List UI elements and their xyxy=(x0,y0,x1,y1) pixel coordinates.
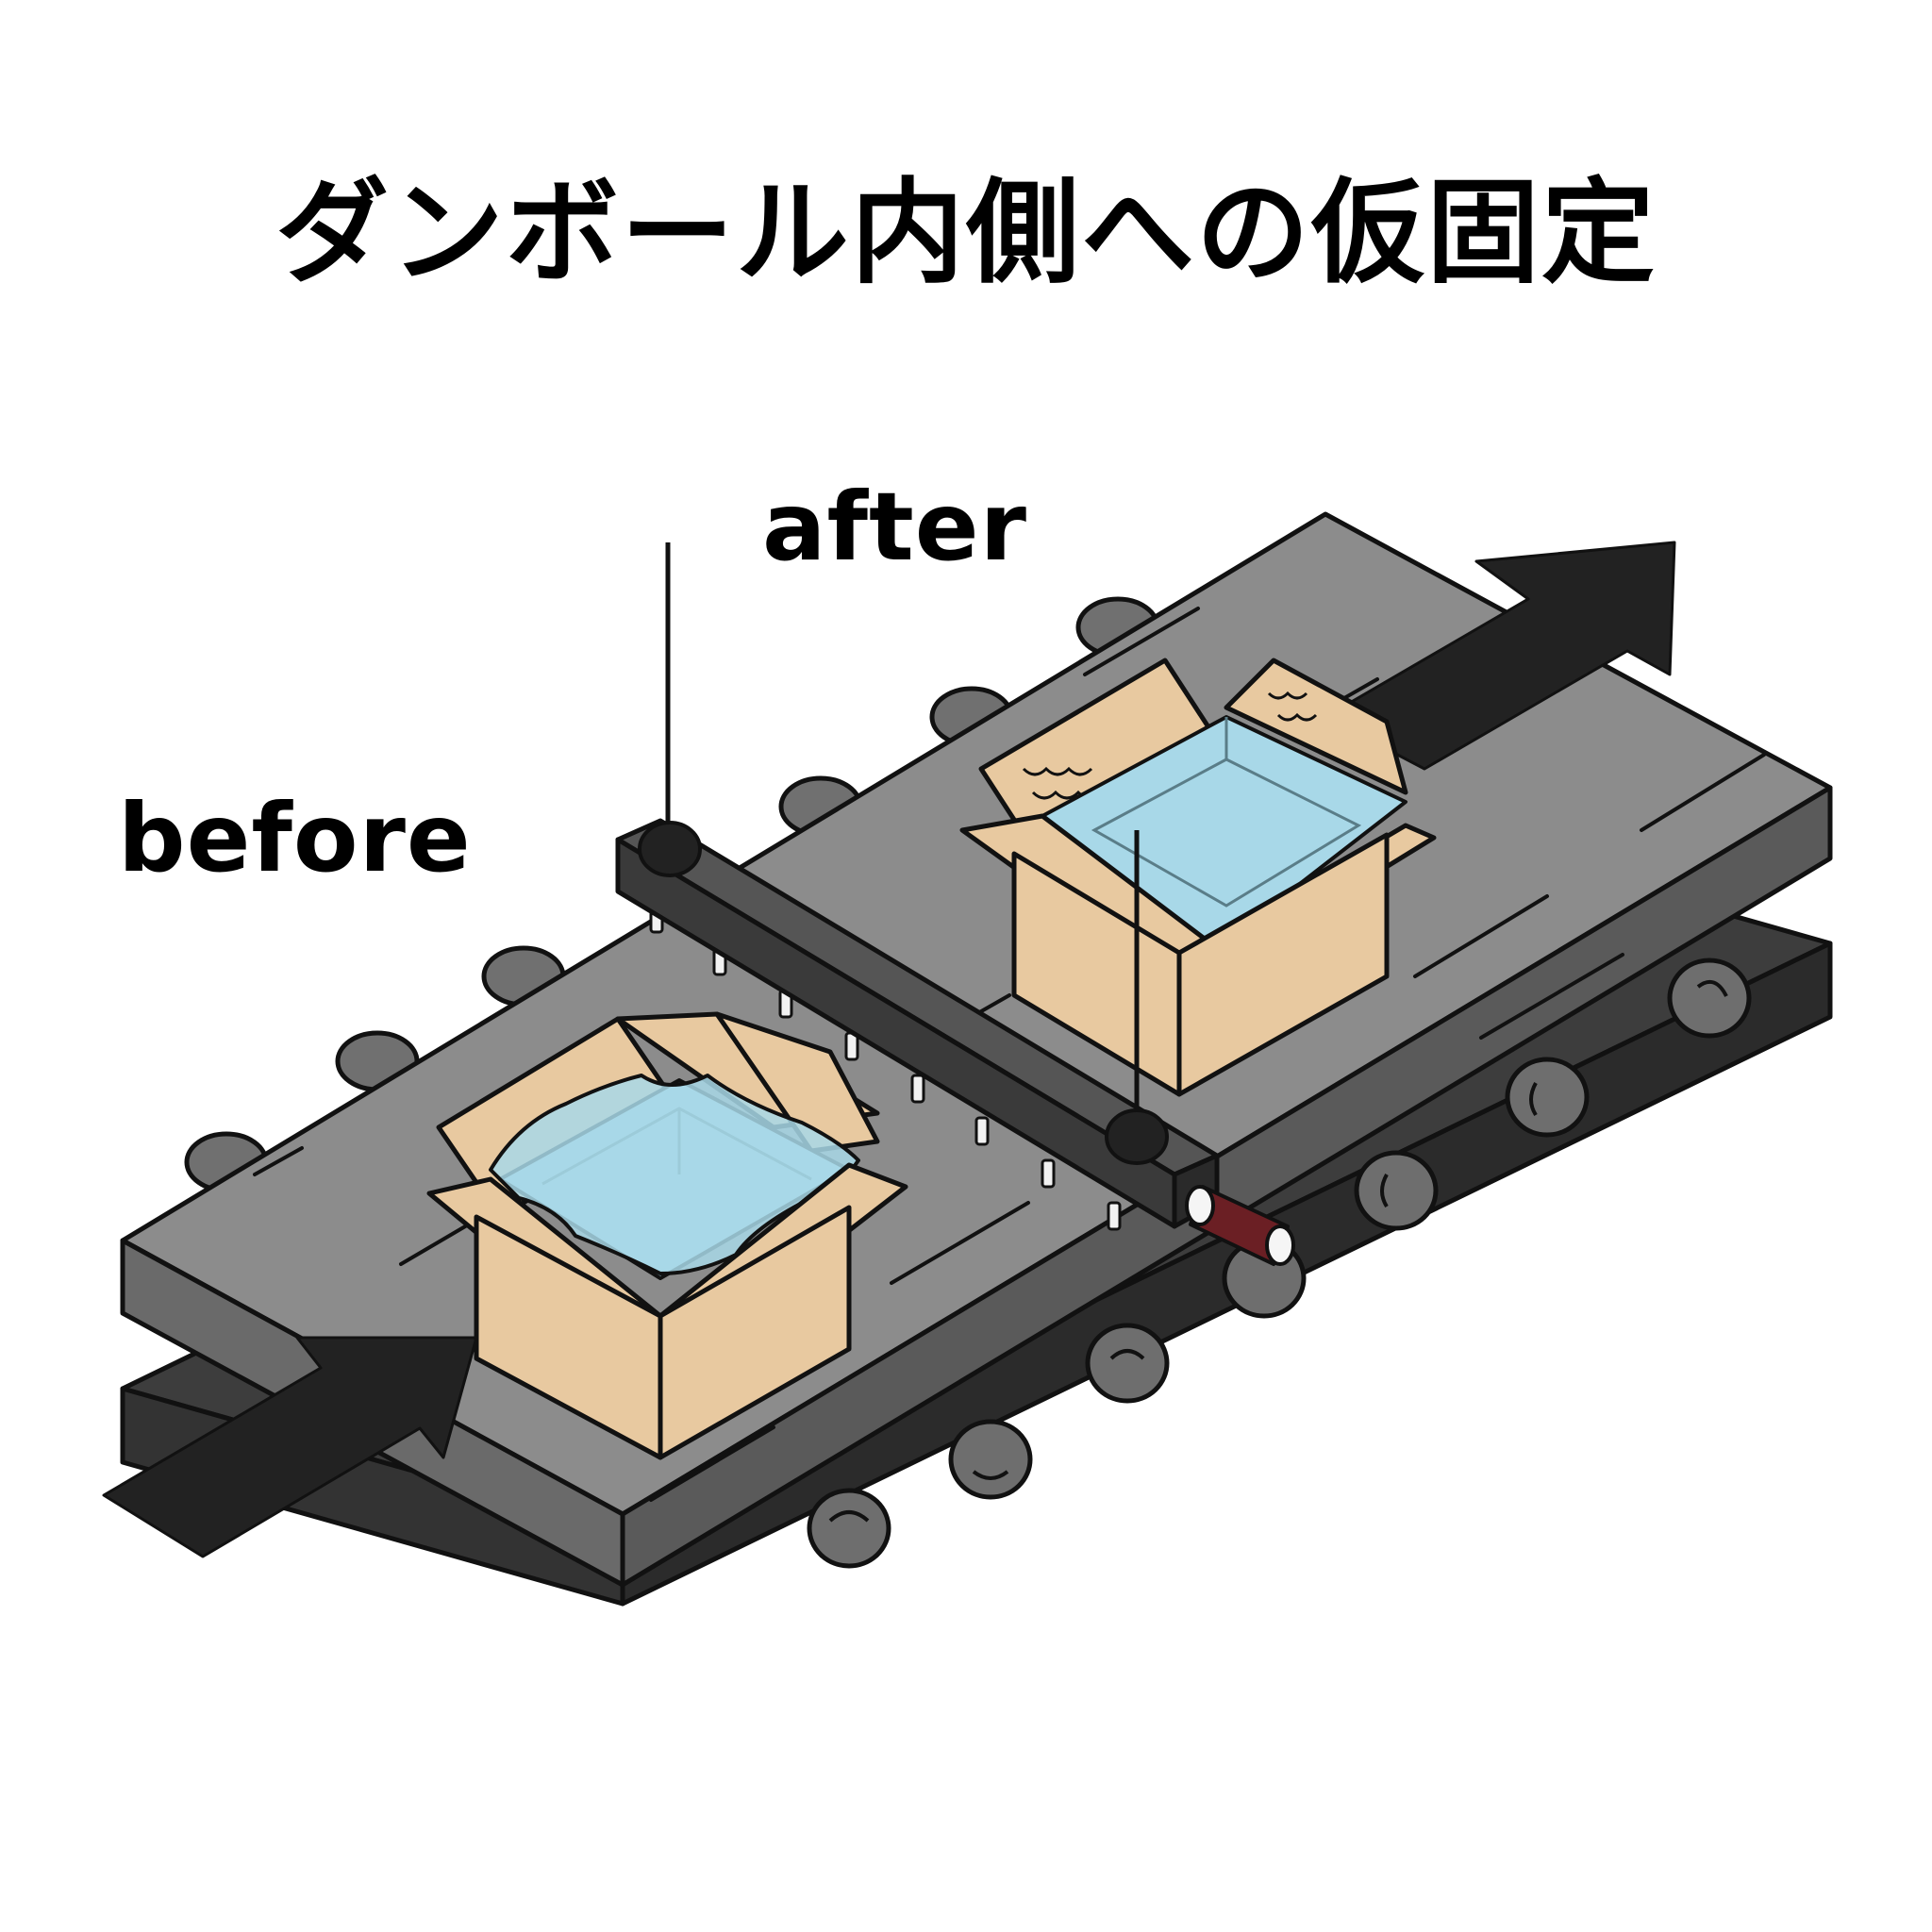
page-title: ダンボール内側への仮固定 xyxy=(275,168,1657,299)
glue-spray-bar xyxy=(615,542,1295,1266)
arrow-right-icon xyxy=(102,1336,478,1558)
roller xyxy=(1085,1323,1170,1404)
roller xyxy=(1354,1150,1439,1231)
roller xyxy=(807,1488,891,1569)
roller xyxy=(1505,1057,1590,1138)
arrow-right-icon xyxy=(1324,541,1676,771)
roller xyxy=(948,1419,1033,1500)
roller xyxy=(1667,958,1752,1039)
cardboard-box-before xyxy=(426,1011,908,1460)
after-label: after xyxy=(762,472,1027,582)
before-label: before xyxy=(118,783,472,893)
